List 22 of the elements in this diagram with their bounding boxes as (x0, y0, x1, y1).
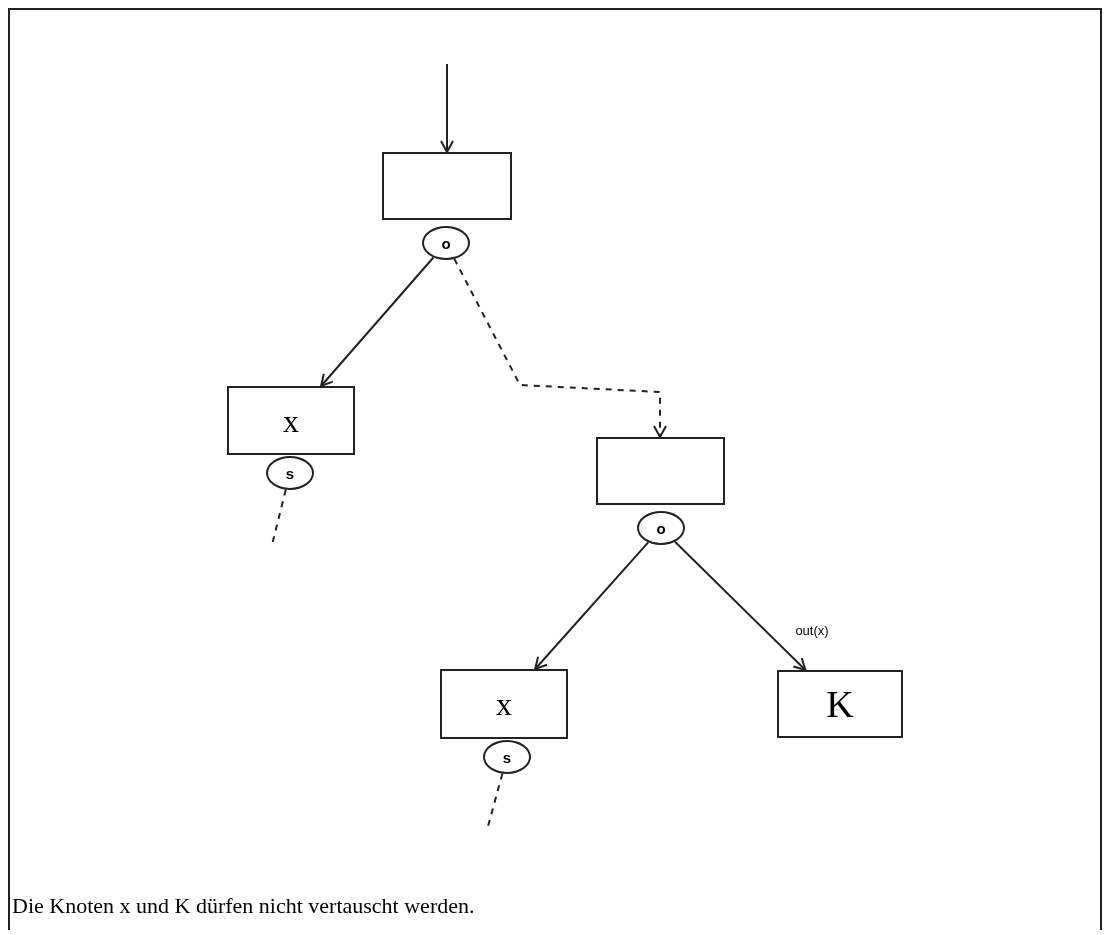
node-label: s (285, 465, 295, 481)
node-label: x (283, 404, 299, 437)
oval-node (483, 740, 531, 774)
oval-node (266, 456, 314, 490)
tree-node-box (596, 437, 725, 505)
node-label: K (826, 685, 854, 723)
node-label: o (441, 235, 451, 251)
oval-node (637, 511, 685, 545)
tree-node-box (227, 386, 355, 455)
caption: Die Knoten x und K dürfen nicht vertauscht werden. (12, 893, 475, 919)
node-label: o (656, 520, 666, 536)
arrow (440, 63, 454, 153)
tree-node-box (777, 670, 903, 738)
node-label: x (496, 688, 512, 720)
oval-node (422, 226, 470, 260)
arrow (320, 256, 435, 387)
arrow (674, 540, 807, 671)
tree-node-box (382, 152, 512, 220)
dashed-arrow (453, 257, 667, 438)
tree-node-box (440, 669, 568, 739)
arrow (534, 541, 650, 670)
node-label: s (502, 749, 512, 765)
